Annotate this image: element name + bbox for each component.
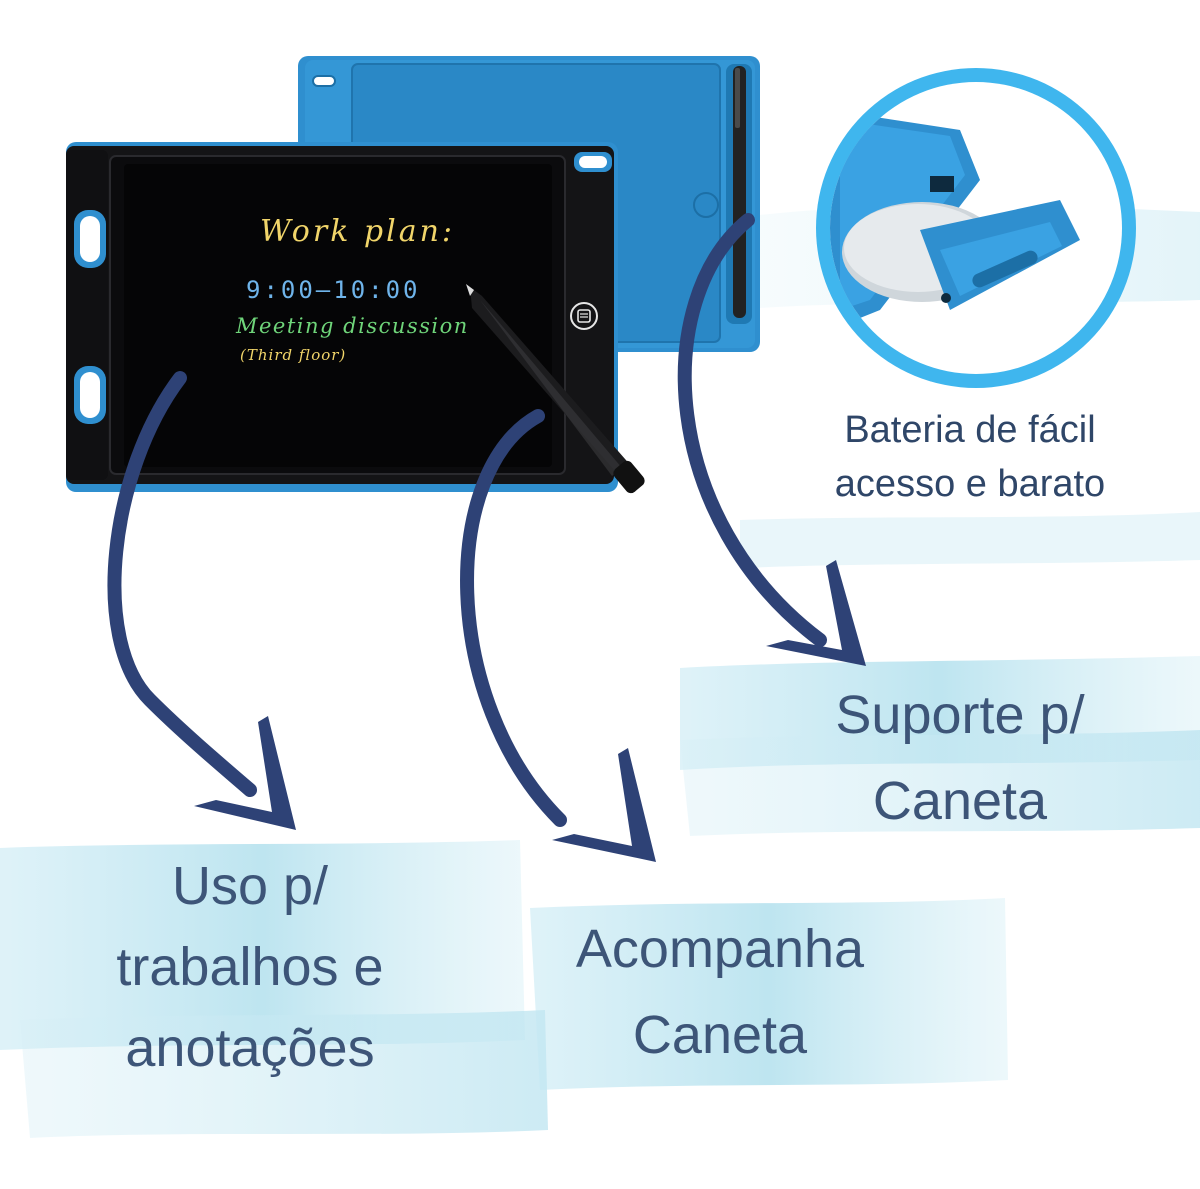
- caption-battery-line: Bateria de fácil: [844, 409, 1096, 451]
- curved-arrow-icon: [766, 560, 866, 666]
- caption-pen-holder-line: Suporte p/: [835, 685, 1085, 745]
- caption-pen-included: Acompanha Caneta: [530, 906, 910, 1079]
- caption-battery: Bateria de fácil acesso e barato: [795, 404, 1145, 512]
- caption-pen-included-line: Acompanha: [575, 919, 865, 979]
- curved-arrow-icon: [460, 409, 567, 827]
- stylus-pen-icon: [466, 284, 645, 494]
- screen-line-meeting: Meeting discussion: [236, 314, 469, 338]
- screen-line-title: Work plan:: [260, 214, 456, 249]
- arrow-heads: [194, 560, 866, 862]
- curved-arrow-icon: [194, 716, 296, 830]
- erase-button-icon: [570, 302, 598, 330]
- caption-pen-included-line: Caneta: [632, 1005, 808, 1066]
- caption-uses-line: trabalhos e: [116, 937, 384, 997]
- tablet-front-view: [66, 142, 618, 492]
- screen-line-floor: (Third floor): [240, 346, 347, 364]
- caption-pen-holder: Suporte p/ Caneta: [770, 672, 1150, 845]
- screen-line-time: 9:00—10:00: [246, 276, 421, 304]
- caption-battery-line: acesso e barato: [834, 462, 1106, 505]
- curved-arrows: [107, 213, 827, 827]
- caption-uses-line: anotações: [125, 1018, 375, 1078]
- curved-arrow-icon: [552, 748, 656, 862]
- caption-pen-holder-line: Caneta: [872, 771, 1048, 832]
- caption-uses: Uso p/ trabalhos e anotações: [60, 846, 440, 1089]
- curved-arrow-icon: [677, 213, 827, 647]
- battery-compartment-icon: [816, 68, 1136, 388]
- curved-arrow-icon: [107, 371, 257, 797]
- caption-uses-line: Uso p/: [171, 856, 329, 916]
